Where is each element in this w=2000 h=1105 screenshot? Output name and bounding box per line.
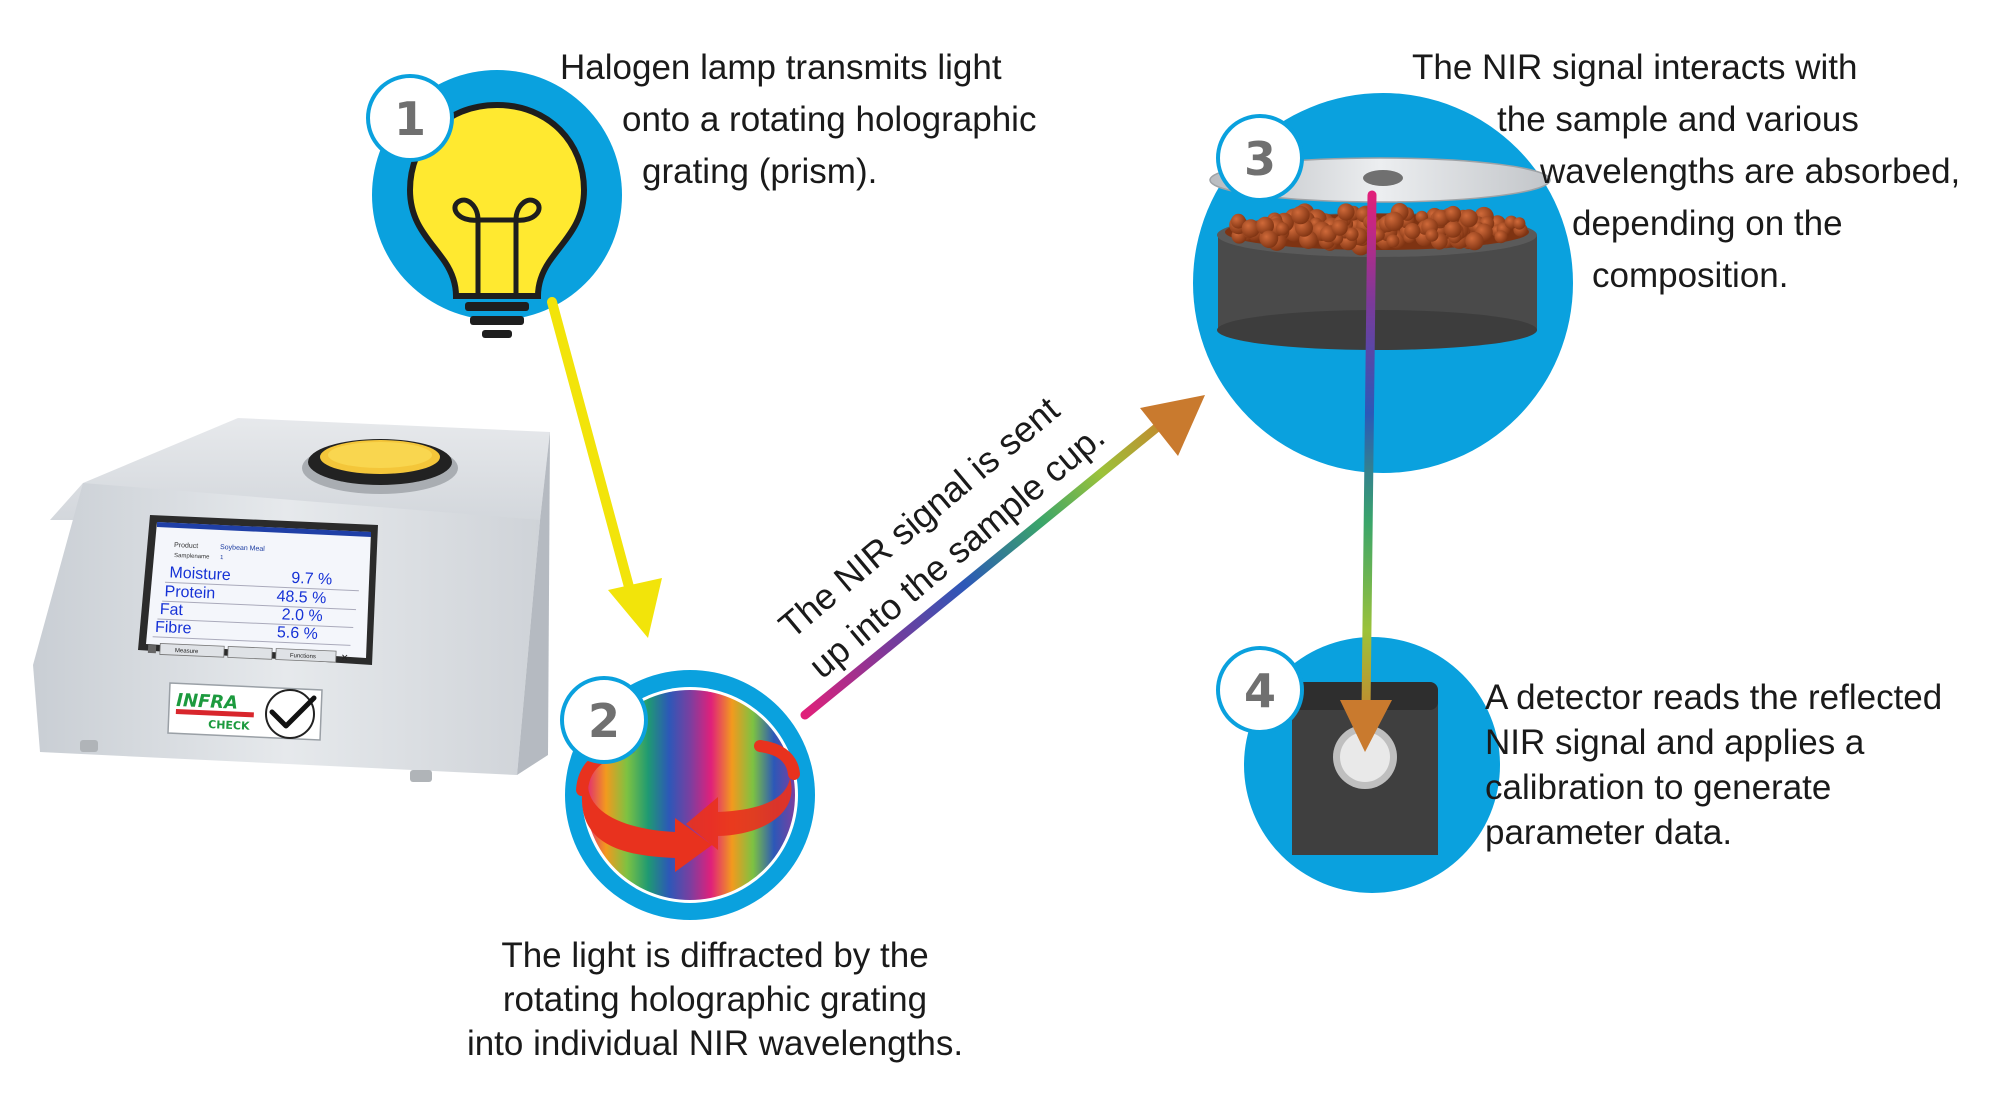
step-4-caption-line: A detector reads the reflected (1485, 678, 1943, 717)
step-4-caption-line: parameter data. (1485, 813, 1733, 852)
detector-icon (1292, 682, 1438, 855)
step-1-caption-line: onto a rotating holographic (622, 100, 1037, 139)
screen-row-name: Protein (164, 583, 215, 602)
sample-bead (1445, 205, 1462, 222)
step-2-caption-line: The light is diffracted by the (501, 936, 929, 975)
step-4-badge (1216, 646, 1304, 734)
sample-bead (1231, 213, 1246, 229)
sample-bead (1275, 222, 1290, 236)
step-3-caption-line: depending on the (1572, 204, 1843, 243)
sample-bead (1513, 217, 1526, 230)
sample-bead (1444, 220, 1462, 238)
step-2-number: 2 (588, 694, 620, 748)
step-3-badge (1216, 114, 1304, 202)
arrow-cup-to-detector (1340, 190, 1392, 752)
sample-bead (1241, 219, 1260, 238)
sample-bead (1459, 209, 1478, 228)
screen-sample-label: Samplename (174, 553, 210, 561)
brand-check: CHECK (208, 718, 250, 733)
sample-bead (1384, 211, 1404, 232)
screen-functions-button[interactable] (275, 648, 337, 663)
sample-bead (1345, 227, 1359, 241)
screen-product-label: Product (174, 542, 198, 550)
sample-bead (1256, 216, 1274, 235)
sample-bead (1331, 219, 1348, 236)
screen-blank-button[interactable] (227, 645, 273, 660)
screen-row-value: 9.7 % (291, 570, 333, 589)
infracheck-logo: INFRA CHECK (167, 682, 323, 741)
step-1-caption-line: grating (prism). (642, 152, 878, 191)
sample-bead (1465, 231, 1484, 251)
screen-row-name: Fat (159, 601, 183, 619)
step-3-caption-line: wavelengths are absorbed, (1540, 152, 1961, 191)
screen-functions-label: Functions (290, 653, 316, 660)
arrow-grating-to-cup (800, 395, 1205, 720)
screen-measure-label: Measure (175, 648, 199, 655)
screen-row-name: Fibre (155, 619, 192, 638)
sample-bead (1404, 223, 1421, 239)
step-4-caption-line: calibration to generate (1485, 768, 1832, 807)
step-4-caption-line: NIR signal and applies a (1485, 723, 1865, 762)
step-1-number: 1 (394, 92, 426, 146)
sample-bead (1386, 234, 1400, 248)
screen-row-value: 2.0 % (281, 606, 323, 625)
step-2-caption-line: into individual NIR wavelengths. (466, 1024, 964, 1063)
step-2-caption: The light is diffracted by the rotating … (455, 934, 975, 1066)
step-4: 4 (1216, 637, 1500, 893)
sample-bead (1337, 203, 1355, 221)
infracheck-instrument: Product Soybean Meal Samplename 1 Moistu… (33, 418, 550, 782)
step-3-caption: The NIR signal interacts with the sample… (1412, 42, 1960, 302)
step-1-caption-line: Halogen lamp transmits light (560, 48, 1002, 87)
step-3-caption-line: The NIR signal interacts with (1412, 48, 1858, 87)
sample-bead (1291, 205, 1310, 225)
step-2-caption-line: rotating holographic grating (502, 980, 928, 1019)
lightbulb-icon (406, 101, 588, 338)
step-1: 1 (366, 70, 622, 338)
checkmark-icon (269, 695, 317, 729)
screen-sample-value: 1 (220, 555, 224, 561)
sample-beads (1225, 203, 1529, 256)
instrument-screen: Product Soybean Meal Samplename 1 Moistu… (138, 515, 378, 665)
screen-row-value: 48.5 % (276, 588, 327, 607)
screen-row-name: Moisture (169, 564, 231, 584)
brand-infra: INFRA (176, 690, 239, 714)
step-2-badge (560, 676, 648, 764)
screen-measure-button[interactable] (159, 643, 225, 658)
step-3: 3 (1193, 93, 1573, 473)
screen-row-value: 5.6 % (277, 624, 319, 643)
arrow-lamp-to-grating (547, 297, 662, 638)
step-1-caption: Halogen lamp transmits light onto a rota… (560, 42, 1036, 198)
sample-bead (1425, 228, 1439, 242)
screen-close-icon[interactable]: ✕ (341, 652, 349, 662)
step-4-number: 4 (1244, 664, 1276, 718)
step-3-caption-line: the sample and various (1497, 100, 1859, 139)
step-3-number: 3 (1244, 132, 1276, 186)
step-4-caption: A detector reads the reflected NIR signa… (1485, 675, 1942, 855)
step-3-caption-line: composition. (1592, 256, 1789, 295)
step-1-badge (366, 74, 454, 162)
screen-product-value: Soybean Meal (220, 544, 265, 553)
step-2: 2 (560, 670, 815, 920)
instrument-side (517, 432, 550, 775)
sample-bead (1494, 230, 1508, 244)
sample-bead (1260, 230, 1278, 249)
